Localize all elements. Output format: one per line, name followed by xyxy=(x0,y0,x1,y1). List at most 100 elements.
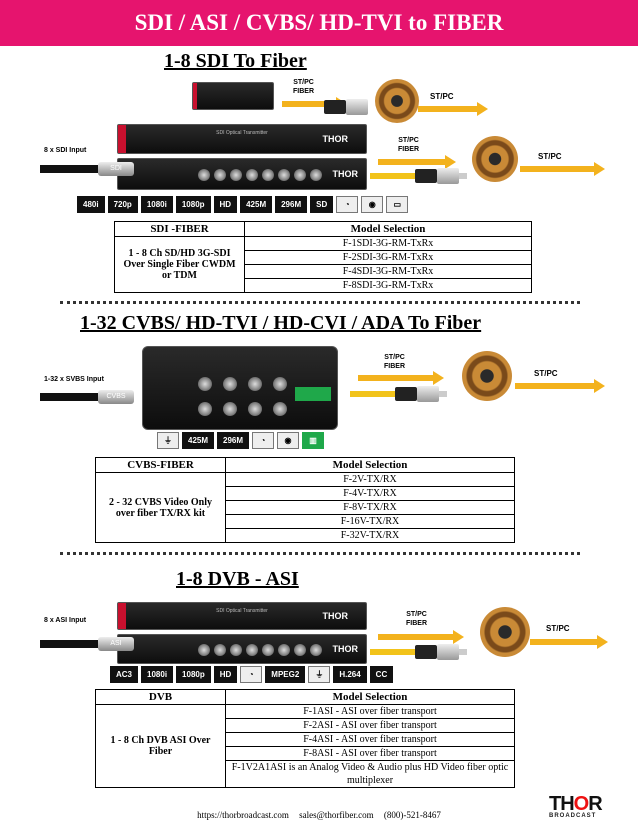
fiber-arrow xyxy=(378,155,456,169)
st-fiber-connector xyxy=(350,384,450,404)
spec-chip: 480i xyxy=(77,196,105,213)
red-stripe xyxy=(193,83,197,109)
timer-icon: ◔ xyxy=(252,432,275,449)
timer-icon: ◔ xyxy=(240,666,263,683)
model-cell: F-8V-TX/RX xyxy=(225,500,515,515)
fiber-arrow xyxy=(418,102,488,116)
table-header: CVBS-FIBER xyxy=(95,457,226,473)
thor-broadcast-logo: THOR BROADCAST xyxy=(549,793,603,819)
port-label-stpc-fiber: ST/PC FIBER xyxy=(406,611,427,627)
rack-brand: THOR xyxy=(322,134,349,144)
section-divider xyxy=(60,301,580,304)
phone-number: (800)-521-8467 xyxy=(383,810,441,820)
rack-icon: ▭ xyxy=(386,196,409,213)
spec-chip: 720p xyxy=(107,196,138,213)
model-cell: F-1SDI-3G-RM-TxRx xyxy=(244,236,532,251)
red-stripe xyxy=(118,603,126,629)
input-plug-label: ASI xyxy=(98,637,134,651)
rack-brand: THOR xyxy=(322,611,349,621)
red-stripe xyxy=(118,125,126,153)
table-row: 2 - 32 CVBS Video Only over fiber TX/RX … xyxy=(95,472,515,543)
eye-icon: ◉ xyxy=(277,432,300,449)
plug-icon: ⏚ xyxy=(308,666,331,683)
bnc-connector-icon xyxy=(480,607,530,657)
spec-chip: H.264 xyxy=(333,666,367,683)
input-plug-label: CVBS xyxy=(98,390,134,404)
model-cell: F-4ASI - ASI over fiber transport xyxy=(225,732,515,747)
sdi-rack-transmitter: SDI Optical Transmitter THOR xyxy=(117,124,367,154)
rack-label: SDI Optical Transmitter xyxy=(216,608,268,614)
timer-icon: ◔ xyxy=(336,196,359,213)
input-label-asi: 8 x ASI Input xyxy=(44,617,87,624)
table-header: SDI -FIBER xyxy=(114,221,245,237)
cvbs-desktop-unit xyxy=(142,346,338,430)
spec-chip: MPEG2 xyxy=(265,666,306,683)
port-label-stpc-fiber: ST/PC FIBER xyxy=(293,79,314,95)
sdi-rack-rear-panel: THOR xyxy=(117,158,367,190)
st-fiber-connector xyxy=(370,166,470,186)
model-cell: F-1ASI - ASI over fiber transport xyxy=(225,704,515,719)
spec-chip-row: AC3 1080i 1080p HD ◔ MPEG2 ⏚ H.264 CC xyxy=(110,666,394,683)
input-plug-label: SDI xyxy=(98,162,134,176)
spec-chip: 425M xyxy=(240,196,273,213)
sdi-mini-converter xyxy=(192,82,274,110)
fiber-arrow xyxy=(520,162,605,176)
spec-chip: 1080i xyxy=(141,666,174,683)
page-footer: https://thorbroadcast.com sales@thorfibe… xyxy=(0,810,638,820)
port-label-stpc: ST/PC xyxy=(538,152,562,161)
spec-chip: HD xyxy=(213,196,238,213)
bnc-connector-icon xyxy=(472,136,518,182)
section-divider xyxy=(60,552,580,555)
table-row: F-8SDI-3G-RM-TxRx xyxy=(115,278,532,293)
table-row: 1 - 8 Ch SD/HD 3G-SDI Over Single Fiber … xyxy=(114,236,532,293)
table-row: F-32V-TX/RX xyxy=(96,528,515,543)
bnc-connector-icon xyxy=(375,79,419,123)
plug-icon: ⏚ xyxy=(157,432,179,449)
port-label-stpc-fiber: ST/PC FIBER xyxy=(384,354,405,370)
section-title-sdi: 1-8 SDI To Fiber xyxy=(164,50,307,72)
section-title-asi: 1-8 DVB - ASI xyxy=(176,568,299,590)
model-table-cvbs: CVBS-FIBER Model Selection 2 - 32 CVBS V… xyxy=(95,457,515,543)
bnc-connector-icon xyxy=(462,351,512,401)
terminal-icon: ▥ xyxy=(302,432,325,449)
spec-chip: HD xyxy=(213,666,238,683)
input-label-cvbs: 1-32 x SVBS Input xyxy=(44,376,104,383)
table-header: Model Selection xyxy=(225,689,515,705)
sdi-input-cable: SDI xyxy=(40,162,134,176)
table-header: DVB xyxy=(95,689,226,705)
input-label-sdi: 8 x SDI Input xyxy=(44,147,87,154)
model-cell: F-2SDI-3G-RM-TxRx xyxy=(244,250,532,265)
port-label-stpc: ST/PC xyxy=(430,92,454,101)
page-banner: SDI / ASI / CVBS/ HD-TVI to FIBER xyxy=(0,0,638,46)
model-cell: F-2V-TX/RX xyxy=(225,472,515,487)
spec-chip-row: ⏚ 425M 296M ◔ ◉ ▥ xyxy=(157,432,325,449)
st-fiber-connector xyxy=(284,97,384,117)
spec-chip: 1080p xyxy=(175,196,211,213)
model-table-sdi: SDI -FIBER Model Selection 1 - 8 Ch SD/H… xyxy=(114,221,532,293)
spec-chip: 1080i xyxy=(140,196,173,213)
terminal-block xyxy=(295,387,331,401)
asi-input-cable: ASI xyxy=(40,637,134,651)
eye-icon: ◉ xyxy=(361,196,384,213)
rack-brand: THOR xyxy=(332,644,359,654)
table-category: 2 - 32 CVBS Video Only over fiber TX/RX … xyxy=(95,472,226,543)
website-link[interactable]: https://thorbroadcast.com xyxy=(197,810,289,820)
spec-chip: 296M xyxy=(275,196,308,213)
model-cell: F-16V-TX/RX xyxy=(225,514,515,529)
spec-chip: 425M xyxy=(182,432,215,449)
spec-chip: SD xyxy=(310,196,334,213)
table-category: 1 - 8 Ch DVB ASI Over Fiber xyxy=(95,704,226,788)
model-table-dvb: DVB Model Selection 1 - 8 Ch DVB ASI Ove… xyxy=(95,689,515,788)
spec-chip: AC3 xyxy=(110,666,139,683)
model-cell: F-32V-TX/RX xyxy=(225,528,515,543)
asi-rack-transmitter: SDI Optical Transmitter THOR xyxy=(117,602,367,630)
rack-brand: THOR xyxy=(332,169,359,179)
model-cell: F-8SDI-3G-RM-TxRx xyxy=(244,278,532,293)
table-header: Model Selection xyxy=(244,221,532,237)
model-cell: F-8ASI - ASI over fiber transport xyxy=(225,746,515,761)
cvbs-input-cable: CVBS xyxy=(40,390,134,404)
port-label-stpc: ST/PC xyxy=(534,369,558,378)
spec-chip: 1080p xyxy=(176,666,211,683)
email-link[interactable]: sales@thorfiber.com xyxy=(299,810,374,820)
port-label-stpc-fiber: ST/PC FIBER xyxy=(398,137,419,153)
